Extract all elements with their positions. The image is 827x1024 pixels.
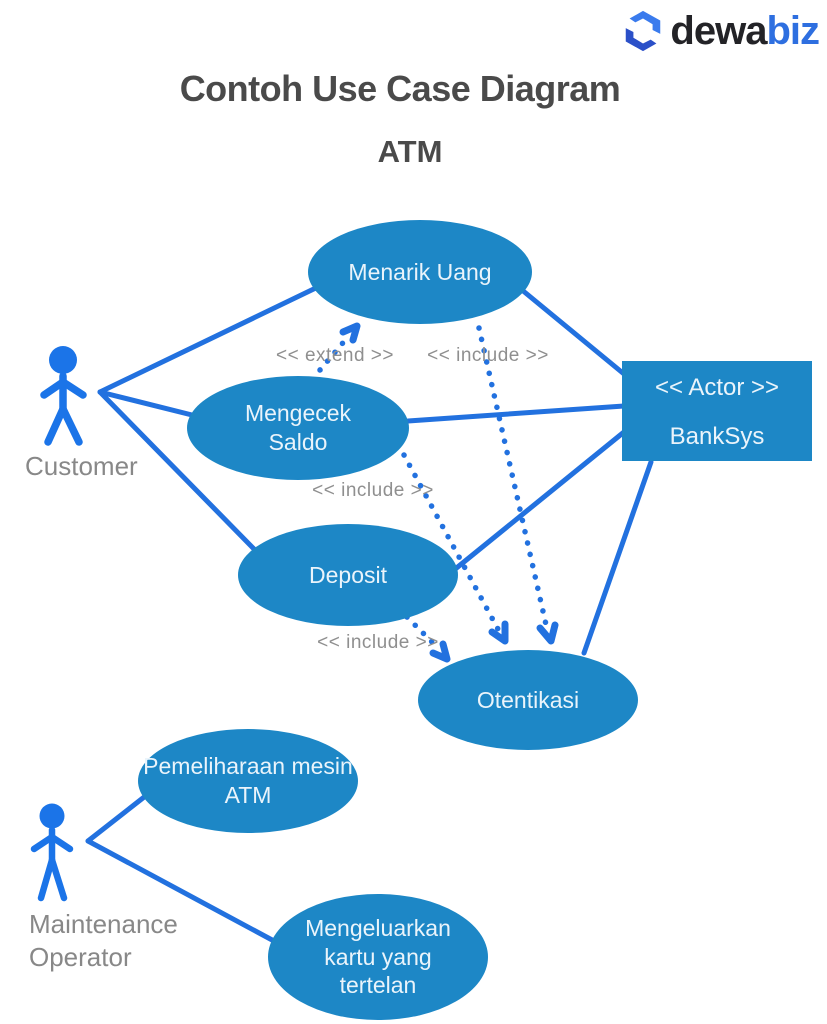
- dotted-include-mengecek-otentikasi: [401, 452, 502, 634]
- line-customer-deposit: [97, 389, 257, 552]
- include-label-menarik: << include >>: [427, 345, 549, 366]
- use-case-deposit: Deposit: [238, 524, 458, 626]
- use-case-otentikasi: Otentikasi: [418, 650, 638, 750]
- line-customer-menarik: [97, 282, 325, 395]
- arrowhead-include-deposit: [429, 640, 451, 663]
- line-operator-pemeliharaan: [85, 791, 151, 844]
- maintenance-operator-label: Maintenance Operator: [29, 909, 178, 973]
- include-label-deposit: << include >>: [317, 632, 439, 653]
- include-label-mengecek: << include >>: [312, 480, 434, 501]
- use-case-label: Mengecek Saldo: [244, 400, 352, 455]
- actor-name: BankSys: [669, 423, 765, 450]
- maintenance-operator-figure: [30, 803, 74, 902]
- logo-wordmark: dewabiz: [670, 9, 820, 53]
- page-subtitle: ATM: [377, 134, 443, 169]
- line-banksys-otentikasi: [581, 459, 654, 656]
- customer-figure: [40, 346, 87, 446]
- use-case-label: Pemeliharaan mesin ATM: [143, 753, 353, 808]
- use-case-label: Menarik Uang: [348, 258, 492, 285]
- customer-head: [49, 346, 77, 374]
- use-case-menarik-uang: Menarik Uang: [308, 220, 532, 324]
- page-title: Contoh Use Case Diagram: [179, 68, 621, 109]
- line-operator-mengeluarkan: [85, 838, 277, 944]
- dotted-extend-mengecek-menarik: [317, 335, 350, 373]
- use-case-mengeluarkan-kartu: Mengeluarkan kartu yang tertelan: [268, 894, 488, 1020]
- arrowhead-include-mengecek: [488, 620, 509, 645]
- operator-legs: [37, 848, 68, 902]
- arrowheads: [339, 322, 559, 663]
- logo-text-dark: dewa: [670, 9, 767, 53]
- use-case-pemeliharaan-mesin-atm: Pemeliharaan mesin ATM: [138, 729, 358, 833]
- line-menarik-banksys: [519, 287, 627, 377]
- dependency-lines: [317, 325, 550, 651]
- customer-arms: [40, 377, 87, 399]
- use-case-mengecek-saldo: Mengecek Saldo: [187, 376, 409, 480]
- dotted-include-menarik-otentikasi: [476, 325, 550, 632]
- actor-banksys: << Actor >> BankSys: [622, 361, 812, 461]
- operator-arms: [30, 833, 74, 853]
- dewabiz-hexagon-icon: [626, 10, 661, 52]
- use-case-label: Deposit: [309, 561, 387, 588]
- line-deposit-banksys: [451, 429, 627, 573]
- operator-head: [39, 803, 65, 829]
- dotted-include-deposit-otentikasi: [404, 614, 441, 651]
- customer-label: Customer: [25, 451, 138, 481]
- actor-stereotype: << Actor >>: [654, 374, 780, 401]
- dewabiz-logo: dewabiz: [620, 8, 820, 54]
- use-case-label: Mengeluarkan kartu yang tertelan: [305, 914, 451, 999]
- line-customer-mengecek: [97, 389, 203, 420]
- association-lines: [85, 282, 654, 944]
- logo-text-accent: biz: [766, 9, 820, 53]
- line-mengecek-banksys: [405, 403, 627, 424]
- arrowhead-extend: [339, 322, 361, 344]
- extend-label: << extend >>: [276, 345, 394, 366]
- customer-legs: [44, 400, 83, 446]
- arrowhead-include-menarik: [536, 621, 559, 645]
- use-case-label: Otentikasi: [476, 686, 580, 713]
